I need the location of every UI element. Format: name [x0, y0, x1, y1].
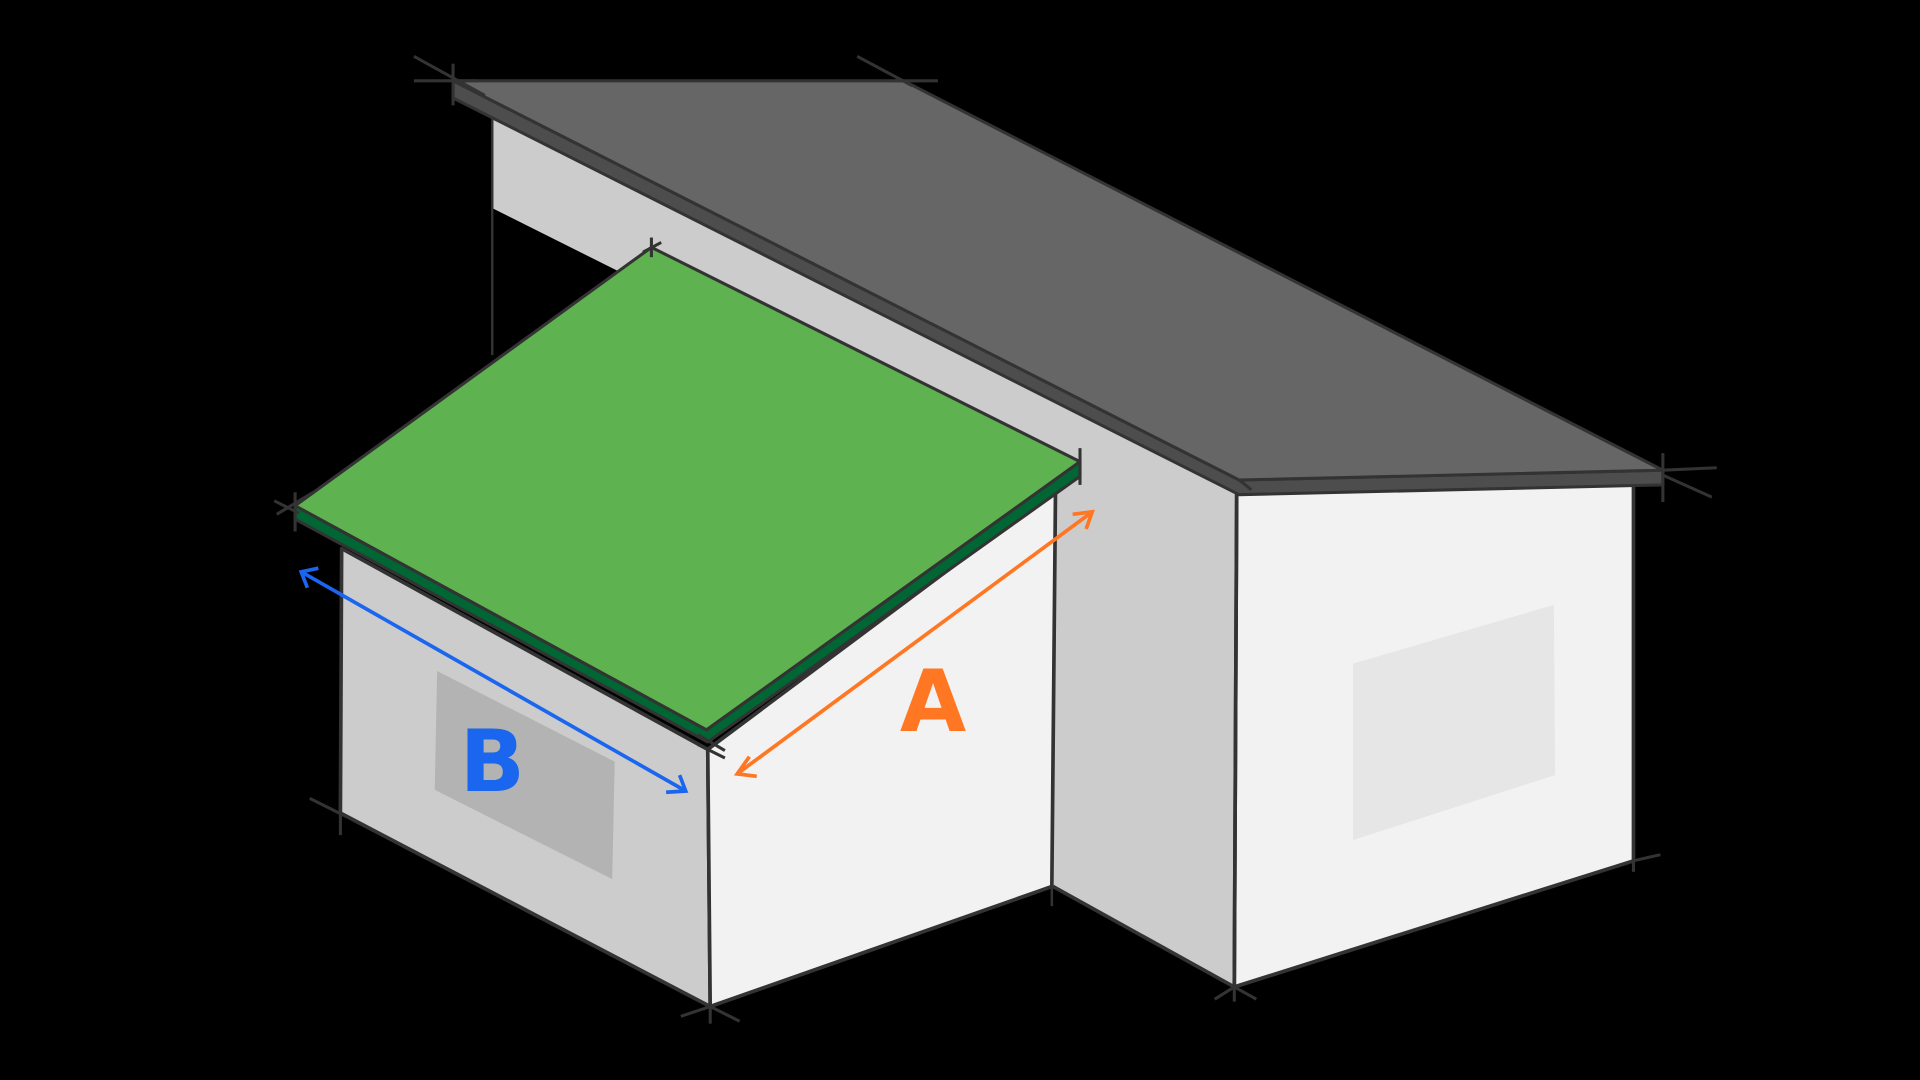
main-house-left-wall — [492, 112, 1237, 987]
dimension-b-arrow — [298, 566, 689, 795]
dimension-b-label: B — [460, 712, 525, 812]
dimension-a-label: A — [900, 652, 966, 752]
dimension-a-arrow — [733, 509, 1095, 779]
main-house-window — [1353, 604, 1556, 840]
main-roof-tick-marks — [413, 54, 1717, 1002]
main-house-base-edge — [1052, 884, 1236, 989]
extension-tick-marks — [273, 237, 1082, 1024]
main-house-corner-edge — [1232, 483, 1239, 987]
extension-window — [434, 671, 615, 880]
extension-roof — [293, 245, 1082, 732]
